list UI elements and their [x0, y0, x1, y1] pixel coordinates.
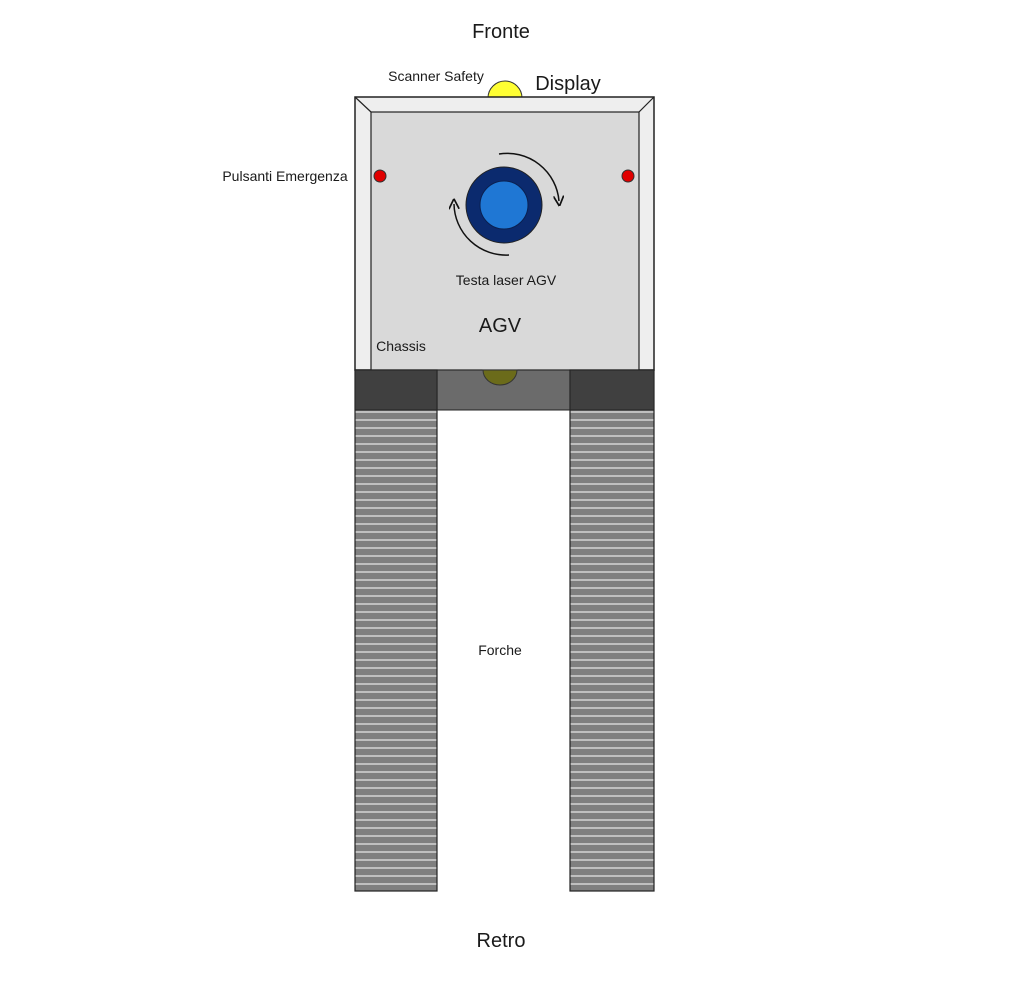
- chassis-label: Chassis: [376, 338, 426, 354]
- forks-label: Forche: [478, 642, 522, 658]
- emergency-button-right: [621, 169, 635, 183]
- fork-right: [569, 369, 655, 892]
- display-label: Display: [535, 73, 601, 95]
- emergency-button-left: [373, 169, 387, 183]
- laser-head: [465, 166, 543, 244]
- rotation-arrows-icon: [454, 152, 559, 256]
- agv-label: AGV: [479, 315, 522, 337]
- fork-left: [354, 369, 438, 892]
- front-label: Fronte: [472, 21, 530, 43]
- laser-label: Testa laser AGV: [456, 272, 557, 288]
- scanner-label: Scanner Safety: [388, 68, 484, 84]
- back-label: Retro: [477, 930, 526, 952]
- emergency-label: Pulsanti Emergenza: [222, 168, 348, 184]
- front-scanner: [487, 80, 523, 99]
- rear-scanner: [482, 369, 518, 386]
